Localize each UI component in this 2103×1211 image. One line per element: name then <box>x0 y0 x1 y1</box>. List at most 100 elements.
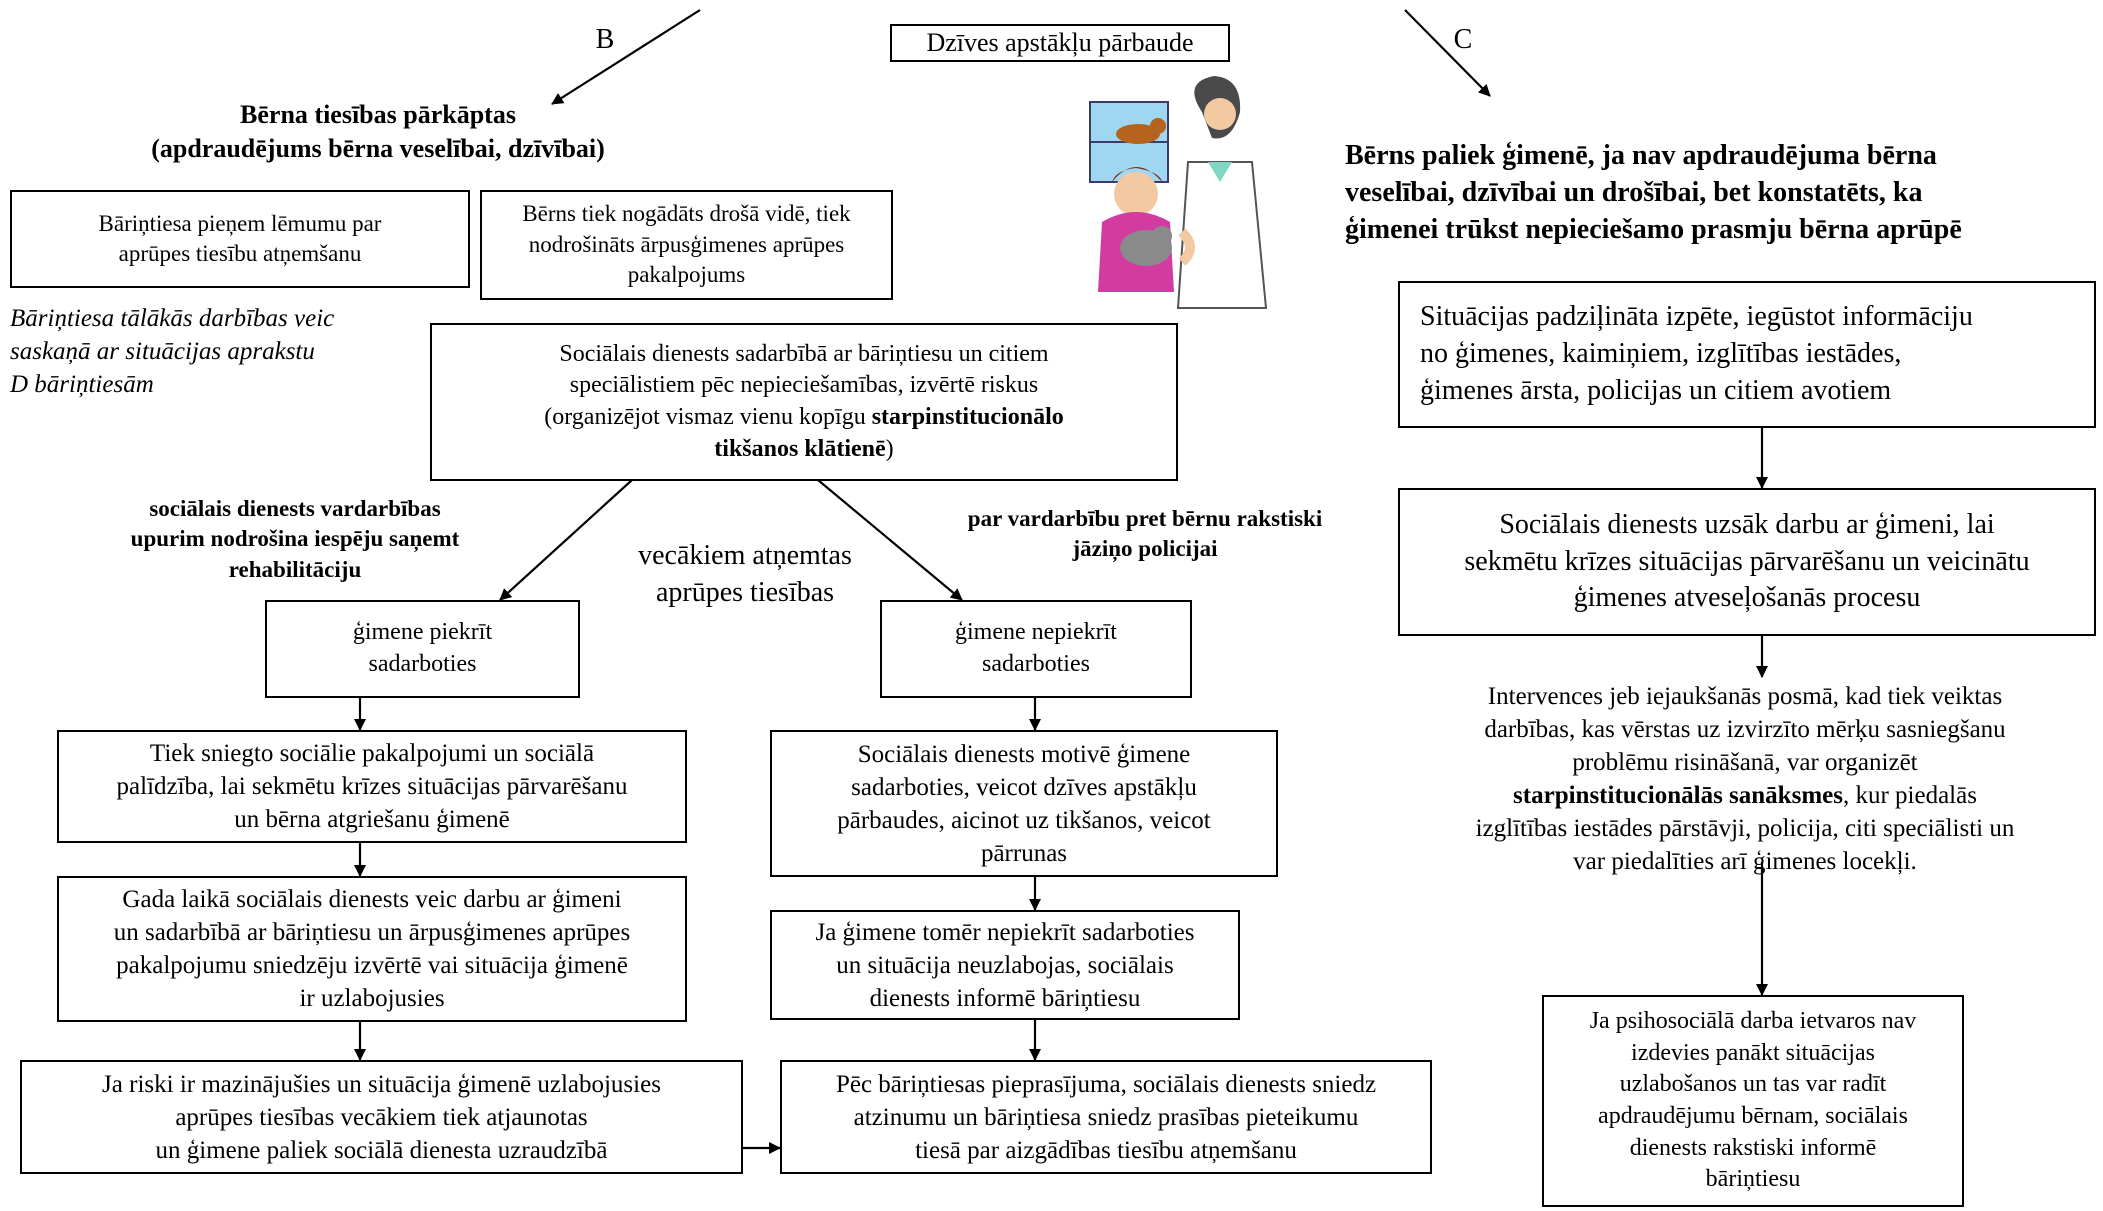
intervention-line: izglītības iestādes pārstāvji, policija,… <box>1475 815 2015 842</box>
box-line: ir uzlabojusies <box>299 985 445 1012</box>
arrow-to-agree <box>499 479 633 601</box>
doctor-with-girl-and-cat-icon <box>1089 76 1268 309</box>
note-line: jāziņo policijai <box>1072 536 1218 562</box>
box-line: ģimene piekrīt <box>352 619 493 646</box>
note-line: aprūpes tiesības <box>655 576 835 608</box>
intervention-line: starpinstitucionālās sanāksmes, kur pied… <box>1400 779 2090 812</box>
box-line: pārrunas <box>980 839 1068 867</box>
box-line: sadarboties <box>982 651 1090 677</box>
note-line: vecākiem atņemtas <box>638 540 852 571</box>
parents-rights-note: vecākiem atņemtas aprūpes tiesības <box>600 538 890 612</box>
intervention-text-part: , kur piedalās <box>1842 782 1977 809</box>
police-note: par vardarbību pret bērnu rakstiski jāzi… <box>920 504 1370 565</box>
assess-line: Sociālais dienests sadarbībā ar bāriņtie… <box>559 340 1049 367</box>
family-disagrees-box: ģimene nepiekrīt sadarboties <box>880 600 1192 698</box>
heading-line: veselībai, dzīvībai un drošībai, bet kon… <box>1345 176 1923 208</box>
note-line: saskaņā ar situācijas aprakstu <box>10 338 315 365</box>
box-line: atzinumu un bāriņtiesa sniedz prasības p… <box>853 1103 1359 1131</box>
left-heading-line: Bērna tiesības pārkāptas <box>240 100 516 129</box>
box-line: dienests rakstiski informē <box>1629 1134 1877 1161</box>
box-line: pakalpojums <box>627 262 746 288</box>
box-line: Situācijas padziļināta izpēte, iegūstot … <box>1420 301 1973 333</box>
box-line: Gada laikā sociālais dienests veic darbu… <box>122 886 622 913</box>
box-line: Ja ģimene tomēr nepiekrīt sadarboties <box>815 918 1195 946</box>
intervention-bold: starpinstitucionālās sanāksmes <box>1513 782 1843 809</box>
box-line: ģimene nepiekrīt <box>955 619 1117 646</box>
assess-bold: starpinstitucionālo <box>871 404 1064 430</box>
intervention-line: var piedalīties arī ģimenes locekļi. <box>1573 848 1917 875</box>
heading-line: ģimenei trūkst nepieciešamo prasmju bērn… <box>1345 213 1962 245</box>
investigation-box: Situācijas padziļināta izpēte, iegūstot … <box>1398 281 2096 428</box>
intervention-line: darbības, kas vērstas uz izvirzīto mērķu… <box>1484 716 2006 743</box>
arrow-b <box>551 9 701 105</box>
inform-court-box: Ja ģimene tomēr nepiekrīt sadarboties un… <box>770 910 1240 1020</box>
box-line: un sadarbībā ar bāriņtiesu un ārpusģimen… <box>113 919 631 946</box>
box-line: Sociālais dienests uzsāk darbu ar ģimeni… <box>1499 508 1995 540</box>
box-line: aprūpes tiesības vecākiem tiek atjaunota… <box>175 1103 588 1131</box>
left-heading: Bērna tiesības pārkāptas (apdraudējums b… <box>88 98 668 167</box>
assess-bold: tikšanos klātienē <box>714 435 886 462</box>
box-line: apdraudējumu bērnam, sociālais <box>1598 1103 1908 1129</box>
intervention-line: Intervences jeb iejaukšanās posmā, kad t… <box>1487 683 2003 710</box>
arrow-c <box>1404 9 1491 97</box>
note-line: sociālais dienests vardarbības <box>149 496 441 521</box>
assess-line: (organizējot vismaz vienu kopīgu starpin… <box>544 402 1064 434</box>
court-decision-box: Bāriņtiesa pieņem lēmumu par aprūpes tie… <box>10 190 470 288</box>
assess-text: (organizējot vismaz vienu kopīgu <box>544 404 872 430</box>
note-line: upurim nodrošina iespēju saņemt <box>130 526 460 552</box>
box-line: uzlabošanos un tas var radīt <box>1619 1071 1887 1098</box>
note-line: Bāriņtiesa tālākās darbības veic <box>10 305 335 332</box>
assess-line: tikšanos klātienē) <box>544 434 1064 466</box>
box-line: nodrošināts ārpusģimenes aprūpes <box>528 231 845 257</box>
right-heading: Bērns paliek ģimenē, ja nav apdraudējuma… <box>1345 138 2085 249</box>
box-line: sadarboties, veicot dzīves apstākļu <box>851 773 1197 801</box>
left-heading-line: (apdraudējums bērna veselībai, dzīvībai) <box>151 134 605 164</box>
heading-line: Bērns paliek ģimenē, ja nav apdraudējuma… <box>1345 140 1937 171</box>
safe-environment-box: Bērns tiek nogādāts drošā vidē, tiek nod… <box>480 190 893 300</box>
intervention-text: Intervences jeb iejaukšanās posmā, kad t… <box>1400 680 2090 878</box>
box-line: no ģimenes, kaimiņiem, izglītības iestād… <box>1420 338 1902 370</box>
arrow-to-disagree <box>817 479 963 601</box>
box-line: dienests informē bāriņtiesu <box>869 984 1141 1012</box>
social-assessment-box: Sociālais dienests sadarbībā ar bāriņtie… <box>430 323 1178 481</box>
psychosocial-final-box: Ja psihosociālā darba ietvaros nav izdev… <box>1542 995 1964 1207</box>
italic-court-note: Bāriņtiesa tālākās darbības veic saskaņā… <box>10 302 420 401</box>
box-line: sadarboties <box>368 651 477 677</box>
rehab-note: sociālais dienests vardarbības upurim no… <box>80 494 510 585</box>
box-line: Bāriņtiesa pieņem lēmumu par <box>98 210 382 236</box>
branch-letter-b: B <box>595 24 615 55</box>
year-assessment-box: Gada laikā sociālais dienests veic darbu… <box>57 876 687 1022</box>
note-line: rehabilitāciju <box>228 556 362 582</box>
box-line: Ja riski ir mazinājušies un situācija ģi… <box>102 1070 661 1098</box>
box-line: pakalpojumu sniedzēju izvērtē vai situāc… <box>116 952 628 979</box>
rights-restored-box: Ja riski ir mazinājušies un situācija ģi… <box>20 1060 743 1174</box>
court-claim-box: Pēc bāriņtiesas pieprasījuma, sociālais … <box>780 1060 1432 1174</box>
box-line: un bērna atgriešanu ģimenē <box>234 806 510 833</box>
motivate-family-box: Sociālais dienests motivē ģimene sadarbo… <box>770 730 1278 877</box>
start-work-box: Sociālais dienests uzsāk darbu ar ģimeni… <box>1398 488 2096 636</box>
box-line: izdevies panākt situācijas <box>1631 1039 1875 1066</box>
branch-letter-c: C <box>1453 24 1473 55</box>
box-line: aprūpes tiesību atņemšanu <box>118 241 362 266</box>
top-box-living-check: Dzīves apstākļu pārbaude <box>890 24 1230 62</box>
assess-line: speciālistiem pēc nepieciešamības, izvēr… <box>569 372 1039 399</box>
box-line: Pēc bāriņtiesas pieprasījuma, sociālais … <box>835 1070 1377 1098</box>
box-line: pārbaudes, aicinot uz tikšanos, veicot <box>837 806 1211 834</box>
box-line: palīdzība, lai sekmētu krīzes situācijas… <box>116 773 628 800</box>
box-line: ģimenes ārsta, policijas un citiem avoti… <box>1420 374 1892 406</box>
box-line: un situācija neuzlabojas, sociālais <box>836 951 1174 979</box>
top-box-label: Dzīves apstākļu pārbaude <box>926 27 1194 57</box>
box-line: tiesā par aizgādības tiesību atņemšanu <box>915 1136 1297 1164</box>
family-agrees-box: ģimene piekrīt sadarboties <box>265 600 580 698</box>
box-line: sekmētu krīzes situācijas pārvarēšanu un… <box>1464 545 2030 577</box>
social-services-box: Tiek sniegto sociālie pakalpojumi un soc… <box>57 730 687 843</box>
box-line: Ja psihosociālā darba ietvaros nav <box>1589 1007 1917 1034</box>
assess-text: ) <box>885 435 894 462</box>
box-line: Bērns tiek nogādāts drošā vidē, tiek <box>522 201 851 227</box>
box-line: un ģimene paliek sociālā dienesta uzraud… <box>155 1136 608 1164</box>
box-line: ģimenes atveseļošanās procesu <box>1573 582 1921 614</box>
note-line: D bāriņtiesām <box>10 371 154 398</box>
note-line: par vardarbību pret bērnu rakstiski <box>967 506 1323 531</box>
box-line: Tiek sniegto sociālie pakalpojumi un soc… <box>149 740 595 767</box>
